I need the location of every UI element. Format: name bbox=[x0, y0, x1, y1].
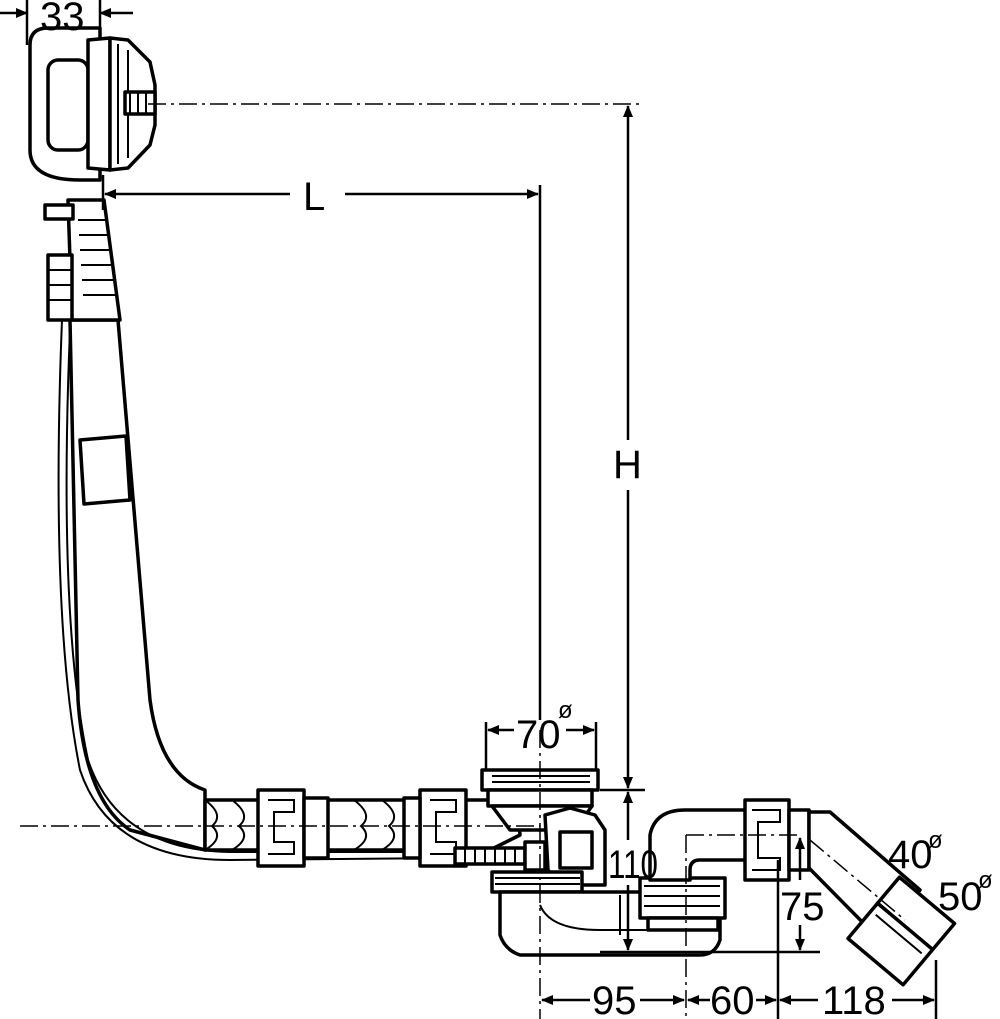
drain-body bbox=[480, 768, 727, 957]
dim-70-diameter-symbol: ø bbox=[558, 697, 573, 724]
horizontal-pipe bbox=[203, 788, 547, 872]
dim-75-label: 75 bbox=[780, 885, 825, 929]
overflow-pipe bbox=[43, 198, 461, 862]
dim-95-label: 95 bbox=[592, 979, 637, 1019]
overflow-head bbox=[28, 26, 157, 182]
outlet-elbow bbox=[648, 798, 957, 987]
dim-50-diameter-symbol: ø bbox=[978, 867, 993, 894]
center-lines bbox=[20, 103, 906, 1019]
dim-L-label: L bbox=[303, 175, 325, 219]
dim-40-label: 40 bbox=[888, 833, 933, 877]
dim-110-label: 110 bbox=[608, 843, 658, 887]
dim-40-diameter-symbol: ø bbox=[928, 827, 943, 854]
dim-60-label: 60 bbox=[710, 979, 755, 1019]
dim-33-label: 33 bbox=[40, 0, 85, 39]
dimension-lines bbox=[0, 0, 938, 1019]
dim-118-label: 118 bbox=[822, 979, 886, 1019]
dim-50-label: 50 bbox=[938, 875, 983, 919]
dim-H-label: H bbox=[613, 443, 642, 487]
dim-70-label: 70 bbox=[516, 713, 561, 757]
